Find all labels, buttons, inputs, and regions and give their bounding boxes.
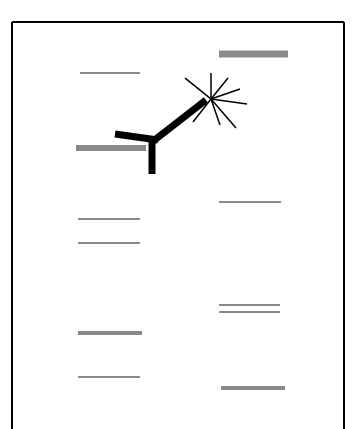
- membrane-frame: [12, 22, 344, 429]
- right-lane: [219, 54, 288, 388]
- antibody-right-arm: [152, 100, 206, 142]
- antibody-icon: [115, 100, 206, 174]
- left-lane: [76, 73, 146, 377]
- starburst-icon: [185, 73, 247, 128]
